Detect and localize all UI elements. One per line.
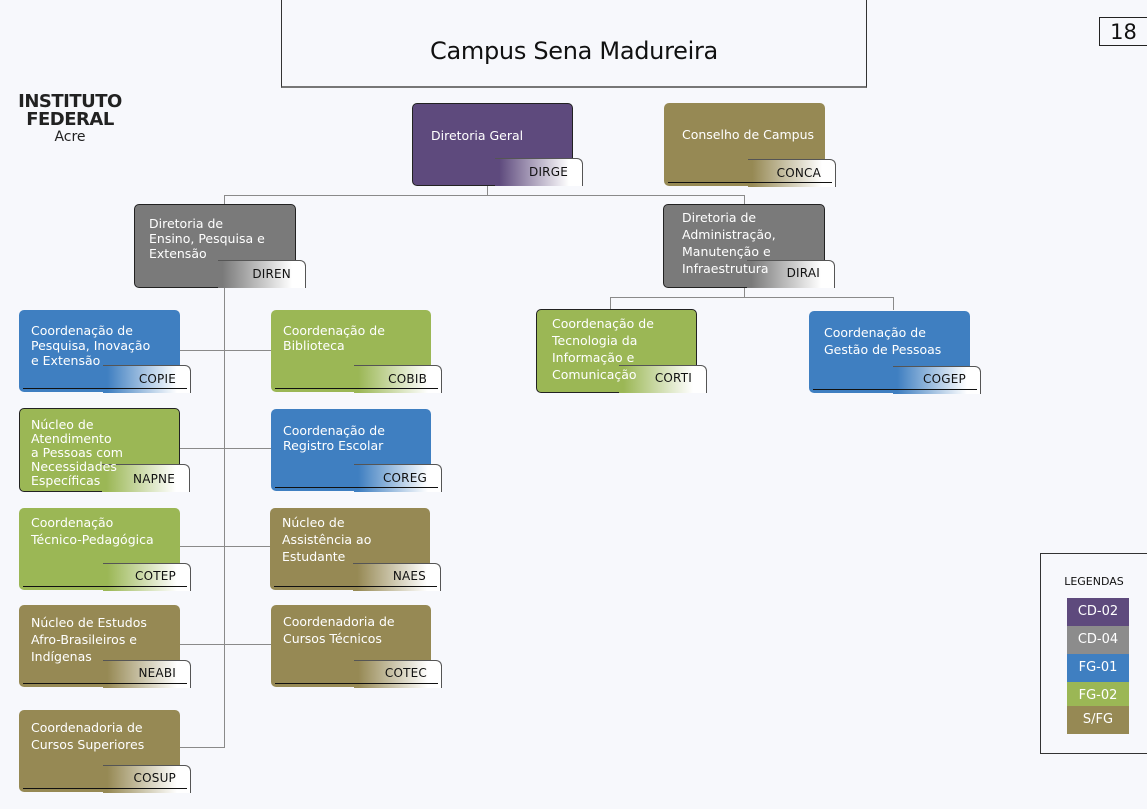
baseline — [23, 682, 187, 684]
page-title: Campus Sena Madureira — [430, 37, 718, 65]
node-cobib[interactable]: Coordenação de Biblioteca COBIB — [271, 310, 442, 393]
node-cotec[interactable]: Coordenadoria de Cursos Técnicos COTEC — [271, 605, 442, 688]
connector-line — [224, 195, 225, 205]
code-tab — [495, 158, 583, 186]
node-name: Coordenação Técnico-Pedagógica — [31, 515, 154, 547]
baseline — [813, 388, 977, 390]
node-code: COTEP — [135, 569, 176, 583]
node-code: DIREN — [252, 267, 291, 281]
baseline — [23, 387, 187, 389]
node-code: DIRAI — [786, 266, 820, 280]
node-code: COPIE — [138, 372, 176, 386]
page-number: 18 — [1099, 17, 1147, 46]
node-name: Coordenação de Biblioteca — [283, 323, 385, 353]
node-conca[interactable]: Conselho de Campus CONCA — [664, 103, 836, 187]
node-code: DIRGE — [529, 165, 568, 179]
connector-line — [744, 287, 745, 298]
node-name: Coordenadoria de Cursos Superiores — [31, 720, 145, 752]
connector-line — [179, 448, 271, 449]
baseline — [275, 682, 438, 684]
node-cosup[interactable]: Coordenadoria de Cursos Superiores COSUP — [19, 710, 191, 793]
node-naes[interactable]: Núcleo de Assistência ao Estudante NAES — [270, 508, 441, 591]
node-name: Diretoria Geral — [431, 128, 524, 143]
node-code: CONCA — [776, 166, 821, 180]
node-name: Diretoria de Ensino, Pesquisa e Extensão — [149, 216, 265, 261]
node-napne[interactable]: Núcleo de Atendimento a Pessoas com Nece… — [19, 408, 190, 492]
legend: LEGENDAS CD-02 CD-04 FG-01 FG-02 S/FG — [1040, 553, 1147, 754]
node-code: COREG — [382, 471, 427, 485]
connector-line — [179, 644, 271, 645]
node-name: Coordenação de Registro Escolar — [283, 423, 385, 453]
title-box: Campus Sena Madureira — [281, 0, 867, 88]
node-name: Diretoria de Administração, Manutenção e… — [682, 210, 776, 276]
node-neabi[interactable]: Núcleo de Estudos Afro-Brasileiros e Ind… — [19, 605, 191, 688]
connector-line — [610, 297, 894, 298]
connector-line — [179, 350, 271, 351]
node-diren[interactable]: Diretoria de Ensino, Pesquisa e Extensão… — [134, 204, 306, 288]
node-code: COGEP — [923, 372, 966, 386]
legend-item-s-fg: S/FG — [1067, 706, 1129, 734]
baseline — [275, 387, 438, 389]
node-cotep[interactable]: Coordenação Técnico-Pedagógica COTEP — [19, 508, 191, 591]
baseline — [668, 181, 832, 183]
logo-line-1: INSTITUTO — [18, 91, 122, 112]
code-tab — [218, 260, 306, 288]
node-code: COSUP — [133, 771, 176, 785]
code-tab — [619, 365, 707, 393]
legend-item-cd-04: CD-04 — [1067, 626, 1129, 654]
node-name: Núcleo de Estudos Afro-Brasileiros e Ind… — [31, 615, 147, 664]
connector-line — [224, 287, 225, 747]
node-name: Conselho de Campus — [682, 127, 815, 142]
logo-line-2: FEDERAL — [26, 109, 114, 130]
node-name: Coordenação de Gestão de Pessoas — [824, 325, 942, 357]
node-name: Núcleo de Assistência ao Estudante — [282, 515, 372, 564]
node-name: Coordenação de Pesquisa, Inovação e Exte… — [31, 323, 151, 368]
legend-item-cd-02: CD-02 — [1067, 598, 1129, 626]
connector-line — [179, 747, 225, 748]
connector-line — [179, 546, 271, 547]
node-coreg[interactable]: Coordenação de Registro Escolar COREG — [271, 409, 442, 492]
node-corti[interactable]: Coordenação de Tecnologia da Informação … — [536, 309, 707, 393]
connector-line — [610, 297, 611, 310]
connector-line — [487, 185, 488, 196]
connector-line — [893, 297, 894, 310]
code-tab — [102, 464, 190, 492]
legend-item-fg-01: FG-01 — [1067, 654, 1129, 682]
baseline — [274, 585, 437, 587]
institute-logo: INSTITUTO FEDERAL Acre — [18, 91, 122, 146]
node-code: NEABI — [138, 666, 176, 680]
legend-item-fg-02: FG-02 — [1067, 682, 1129, 710]
node-code: COTEC — [384, 666, 427, 680]
baseline — [23, 787, 187, 789]
connector-line — [224, 195, 745, 196]
node-code: NAES — [392, 569, 426, 583]
node-copie[interactable]: Coordenação de Pesquisa, Inovação e Exte… — [19, 310, 191, 393]
logo-line-3: Acre — [54, 129, 86, 145]
legend-title: LEGENDAS — [1064, 575, 1124, 588]
node-code: NAPNE — [133, 472, 175, 486]
node-dirai[interactable]: Diretoria de Administração, Manutenção e… — [663, 204, 835, 288]
code-tab — [747, 260, 835, 288]
node-name: Núcleo de Atendimento a Pessoas com Nece… — [31, 417, 123, 488]
node-name: Coordenação de Tecnologia da Informação … — [552, 316, 654, 382]
node-code: COBIB — [388, 372, 427, 386]
baseline — [23, 585, 187, 587]
node-name: Coordenadoria de Cursos Técnicos — [283, 614, 395, 646]
node-dirge[interactable]: Diretoria Geral DIRGE — [412, 103, 583, 186]
baseline — [275, 486, 438, 488]
connector-line — [744, 195, 745, 205]
node-code: CORTI — [654, 371, 692, 385]
node-cogep[interactable]: Coordenação de Gestão de Pessoas COGEP — [809, 311, 981, 394]
